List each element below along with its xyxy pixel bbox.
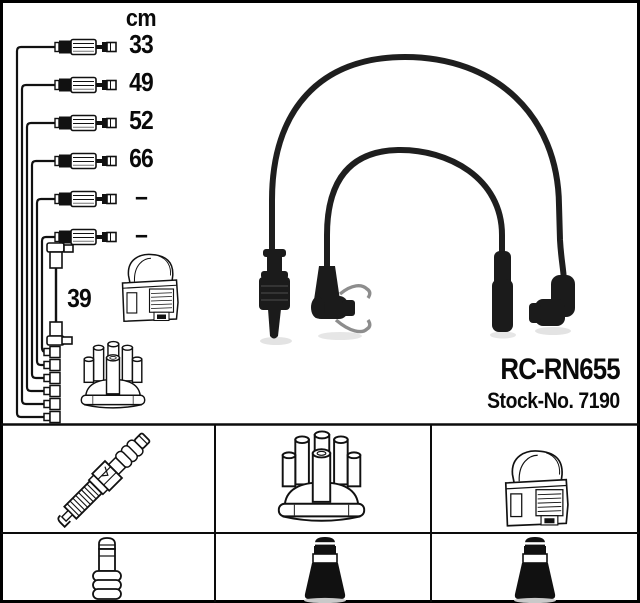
lead-row-6 [54, 228, 117, 246]
straight-boot-slim [492, 251, 513, 332]
straight-boot-ribbed [259, 249, 290, 339]
lead-length-1: 33 [129, 29, 154, 59]
lead-routing-lines [15, 45, 55, 419]
inner-cable [324, 146, 505, 271]
grid-cell-boot-right [432, 534, 638, 601]
component-grid-lines [1, 423, 639, 602]
grid-cell-distributor-cap [216, 425, 430, 532]
lead-length-5: – [135, 181, 148, 211]
lead-length-4: 66 [129, 143, 154, 173]
lead-row-5 [54, 190, 117, 208]
length-unit-header: cm [125, 5, 157, 32]
lead-length-3: 52 [129, 105, 154, 135]
coil-lead [46, 242, 74, 346]
lead-row-1 [54, 38, 117, 56]
distributor-cap-illustration [80, 340, 146, 409]
outer-cable [269, 53, 567, 283]
photo-ignition-cables [259, 53, 575, 345]
elbow-boot [529, 275, 575, 326]
grid-cell-ignition-coil [432, 425, 638, 532]
grid-cell-terminal-nut [2, 534, 214, 601]
distributor-end-terminals [43, 345, 61, 424]
stock-number: Stock-No. 7190 [487, 388, 620, 413]
ignition-coil-illustration [121, 253, 179, 322]
boot-ribs [261, 285, 288, 301]
lead-length-6: – [135, 219, 148, 249]
lead-row-2 [54, 76, 117, 94]
lead-row-3 [54, 114, 117, 132]
lead-row-4 [54, 152, 117, 170]
part-number: RC-RN655 [500, 353, 621, 386]
grid-cell-spark-plug [2, 425, 214, 532]
lead-length-2: 49 [129, 67, 154, 97]
elbow-boot-with-clip [311, 266, 372, 334]
coil-lead-length: 39 [67, 283, 92, 313]
grid-cell-boot-center [216, 534, 430, 601]
